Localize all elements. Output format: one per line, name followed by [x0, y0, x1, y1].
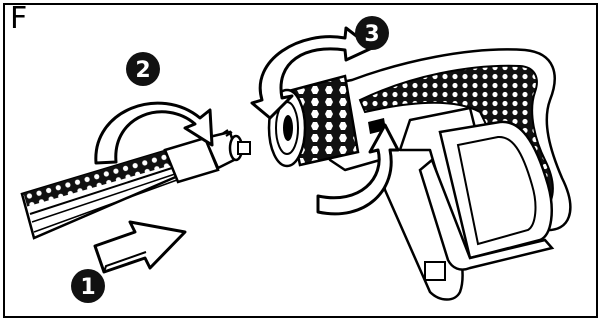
step-badge-2: 2 — [126, 52, 160, 86]
spray-gun-icon — [269, 49, 570, 299]
step-badge-1: 1 — [71, 269, 105, 303]
push-arrow-icon — [95, 222, 185, 272]
step-number: 1 — [80, 275, 95, 300]
step-number: 2 — [135, 58, 150, 83]
step-number: 3 — [364, 22, 379, 47]
step-badge-3: 3 — [355, 16, 389, 50]
lance — [16, 123, 250, 238]
